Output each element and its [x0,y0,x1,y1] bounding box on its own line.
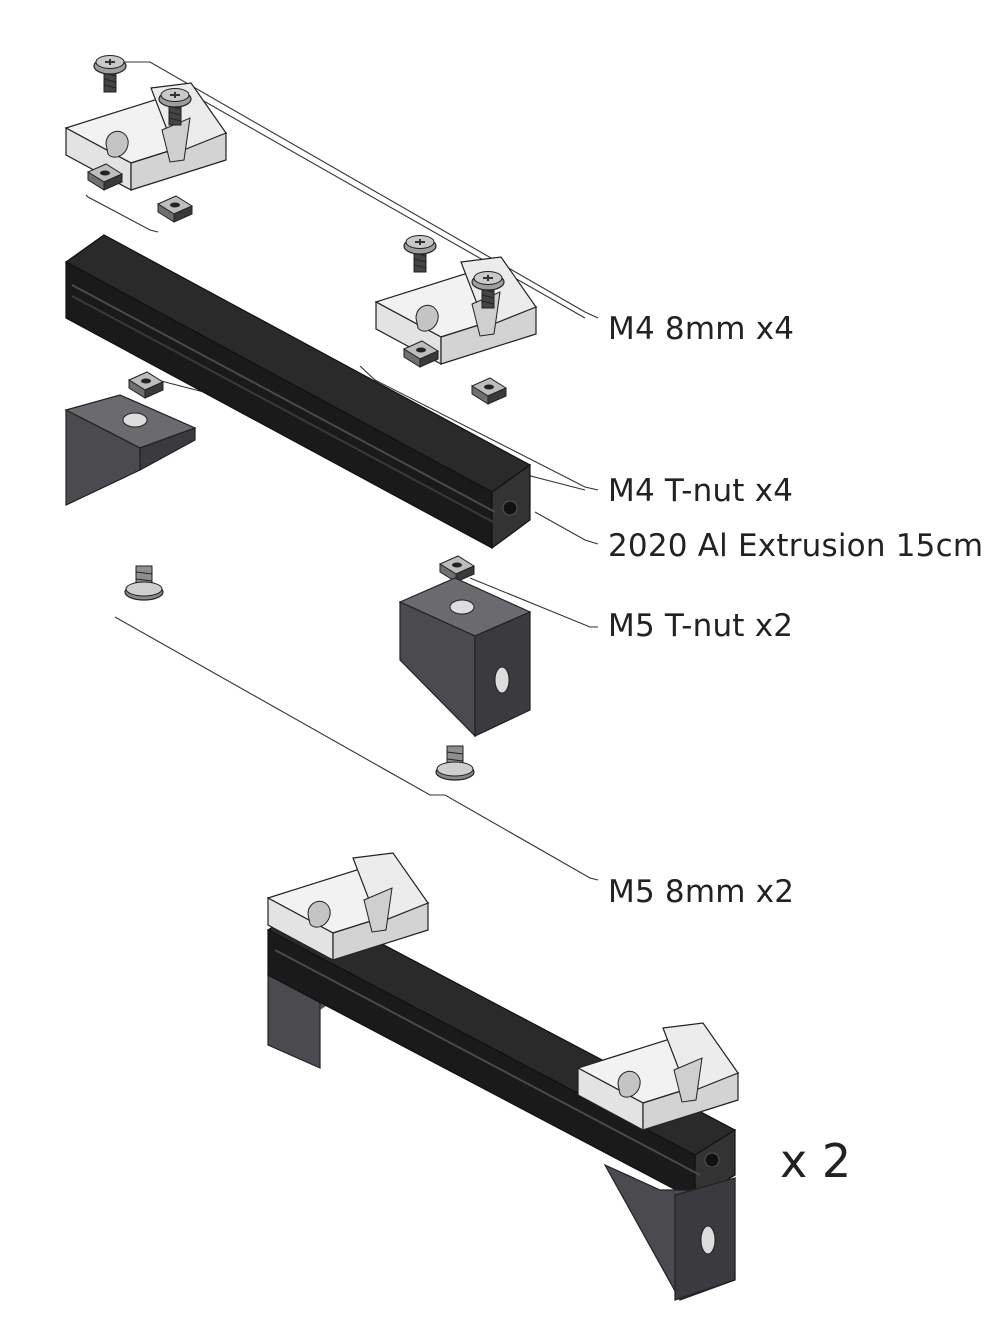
corner-bracket-left [64,394,197,506]
label-m5-tnut: M5 T-nut x2 [608,608,794,644]
label-m4-screw: M4 8mm x4 [608,311,795,347]
label-m5-screw: M5 8mm x2 [608,874,795,910]
assembled-unit [266,852,739,1301]
clamp-right [375,256,537,365]
label-extrusion: 2020 Al Extrusion 15cm [608,528,984,564]
quantity-multiplier: x 2 [780,1134,852,1188]
label-m4-tnut: M4 T-nut x4 [608,473,794,509]
corner-bracket-right [398,577,532,738]
aluminum-extrusion-top [64,234,532,550]
